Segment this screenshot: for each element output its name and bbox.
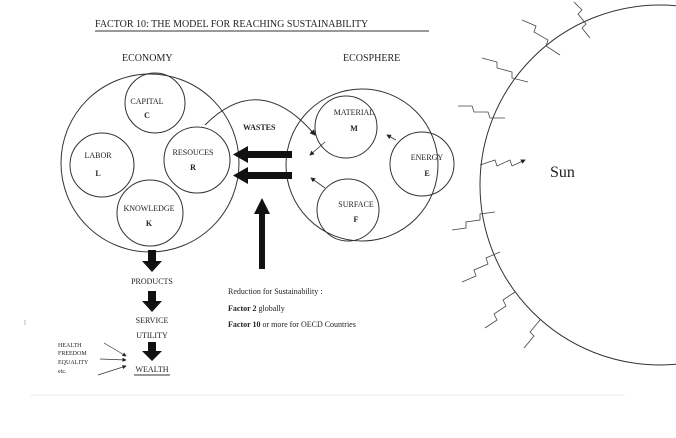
ecosphere-label: ECOSPHERE [343,53,400,64]
node-resources-symbol: R [190,163,196,172]
factor2-label: Factor 2 [228,304,257,313]
ecosphere-flow-arrows [309,134,397,189]
svg-text:Factor 2 globally: Factor 2 globally [228,304,285,313]
diagram-title: FACTOR 10: THE MODEL FOR REACHING SUSTAI… [95,19,368,30]
chain-utility: UTILITY [136,331,168,340]
sun-label: Sun [550,164,575,181]
input-etc: etc. [58,369,67,375]
node-capital-symbol: C [144,111,150,120]
node-surface-symbol: F [354,215,359,224]
node-energy-symbol: E [424,169,429,178]
sun-circle [479,4,676,366]
svg-text:Factor 10 or more for OECD Cou: Factor 10 or more for OECD Countries [228,320,356,329]
input-arrows [97,342,127,376]
reduction-heading: Reduction for Sustainability : [228,287,322,296]
resource-flow-arrows [233,146,292,269]
input-freedom: FREEDOM [58,351,87,357]
node-resources: RESOUCES [173,148,214,157]
node-material: MATERIAL [334,108,375,117]
input-health: HEALTH [58,343,82,349]
wastes-arrow [204,99,316,136]
node-knowledge-symbol: K [146,219,153,228]
node-labor-symbol: L [95,169,100,178]
ecosphere-circles [285,88,455,242]
chain-service: SERVICE [136,316,169,325]
factor10-text: or more for OECD Countries [261,320,356,329]
input-equality: EQUALITY [58,360,89,366]
node-capital: CAPITAL [130,97,163,106]
wastes-label: WASTES [243,123,276,132]
node-energy: ENERGY [411,153,444,162]
factor10-label: Factor 10 [228,320,261,329]
economy-label: ECONOMY [122,53,173,64]
node-knowledge: KNOWLEDGE [123,204,174,213]
chain-products: PRODUCTS [131,277,173,286]
node-material-symbol: M [350,124,358,133]
factor2-text: globally [257,304,285,313]
sun-rays [451,1,591,349]
chain-wealth: WEALTH [135,365,168,374]
chain-arrows [142,250,162,361]
node-labor: LABOR [84,151,112,160]
node-surface: SURFACE [338,200,374,209]
